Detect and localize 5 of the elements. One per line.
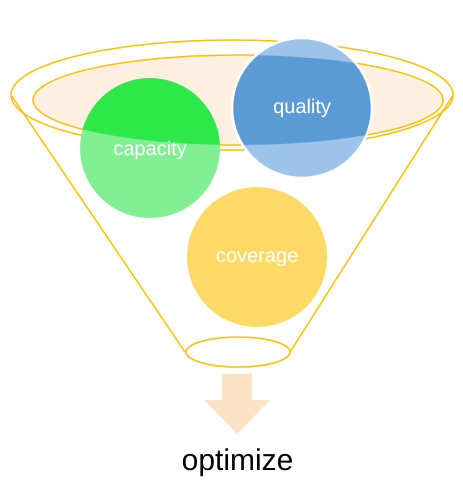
block-arrow <box>204 374 270 434</box>
circle-label: quality <box>272 96 332 119</box>
circle-label: capacity <box>112 138 188 161</box>
caption-text: optimize <box>180 444 294 478</box>
circle-label: coverage <box>214 245 300 268</box>
